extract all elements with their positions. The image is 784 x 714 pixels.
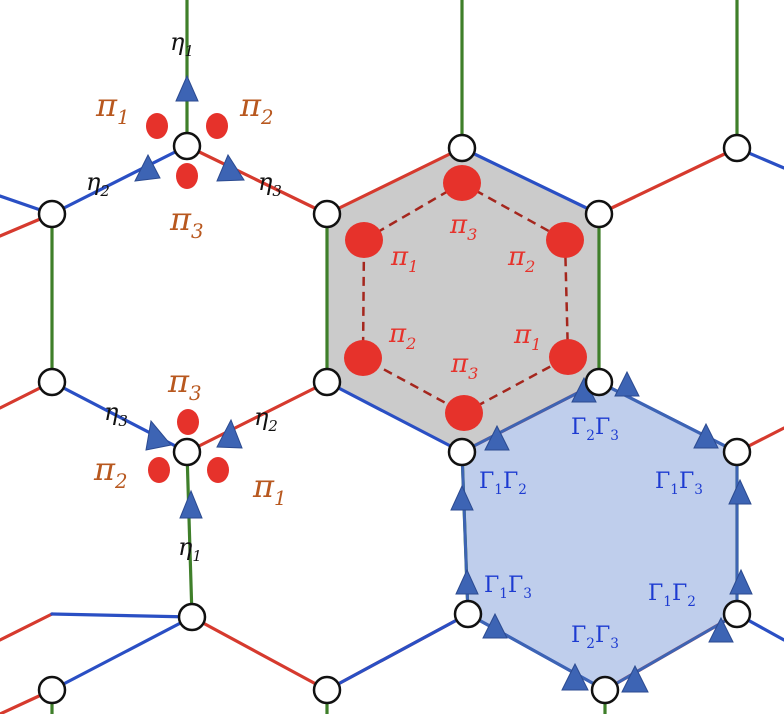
arrow-icon [693, 422, 719, 449]
arrow-up-icon [179, 489, 203, 519]
majorana-dot [443, 165, 481, 201]
lattice-vertex [447, 133, 477, 163]
lattice-vertex [172, 131, 202, 161]
arrow-icon [561, 662, 589, 691]
arrow-icon [729, 568, 753, 595]
pi-label-gray-lower-left: π2 [388, 319, 416, 353]
pi-label-gray-upper-right: π2 [507, 242, 535, 276]
pi-label-gray-bottom: π3 [450, 349, 478, 383]
arrow-up-icon [175, 74, 199, 102]
lattice-vertex [37, 675, 67, 705]
lattice-vertex [37, 199, 67, 229]
pi-label-upper-right: π2 [239, 86, 274, 129]
majorana-dot [344, 340, 382, 376]
majorana-dot [177, 409, 199, 435]
pi-label-lower-left: π2 [93, 450, 128, 493]
majorana-dot [146, 113, 168, 139]
gamma-label-upper-right: Γ1Γ3 [655, 469, 703, 498]
arrow-icon [728, 478, 752, 505]
arrow-icon [482, 612, 508, 639]
gamma-label-lower-right: Γ1Γ2 [648, 581, 696, 610]
eta-label-upper-right: η3 [258, 168, 282, 200]
eta-label-lower-bottom: η1 [178, 533, 202, 565]
majorana-dot [148, 457, 170, 483]
majorana-dot [549, 339, 587, 375]
lattice-vertex [312, 675, 342, 705]
lattice-vertex [453, 599, 483, 629]
lattice-vertex [722, 437, 752, 467]
majorana-dot [445, 395, 483, 431]
pi-label-gray-lower-right: π1 [513, 320, 541, 354]
eta-label-upper-left: η2 [86, 168, 110, 200]
arrow-icon [484, 424, 510, 451]
arrow-icon [455, 568, 479, 595]
pi-label-gray-upper-left: π1 [390, 242, 418, 276]
blue-plaquette [462, 382, 737, 690]
arrow-icon [134, 153, 161, 182]
gamma-label-upper-left: Γ1Γ2 [479, 469, 527, 498]
lattice-vertex [312, 367, 342, 397]
lattice-vertex [177, 602, 207, 632]
eta-label-lower-left: η3 [104, 398, 128, 430]
lattice-vertex [590, 675, 620, 705]
lattice-vertex [447, 437, 477, 467]
lattice-vertex [722, 599, 752, 629]
arrow-markers [134, 74, 753, 693]
arrow-icon [621, 664, 649, 693]
arrow-icon [708, 616, 734, 643]
lattice-vertex [172, 437, 202, 467]
eta-label-upper-top: η1 [170, 28, 194, 60]
pi-label-upper-left: π1 [95, 86, 130, 129]
majorana-dot [176, 163, 198, 189]
gamma-label-bottom: Γ2Γ3 [571, 623, 619, 652]
eta-label-lower-right: η2 [254, 403, 278, 435]
arrow-icon [216, 418, 243, 449]
lattice-vertex [584, 199, 614, 229]
arrow-icon [216, 153, 245, 182]
gamma-label-top: Γ2Γ3 [571, 415, 619, 444]
vertices [37, 131, 752, 705]
majorana-dot [546, 222, 584, 258]
pi-label-upper-bottom: π3 [169, 200, 204, 243]
lower-vertex-majoranas [148, 409, 229, 483]
gray-majoranas [344, 165, 587, 431]
upper-vertex-majoranas [146, 113, 228, 189]
majorana-dot [206, 113, 228, 139]
gamma-label-lower-left: Γ1Γ3 [484, 573, 532, 602]
lattice-vertex [37, 367, 67, 397]
pi-label-lower-top: π3 [167, 362, 202, 405]
arrow-icon [145, 419, 172, 451]
arrow-icon [450, 484, 474, 511]
majorana-dot [345, 222, 383, 258]
lattice-vertex [584, 367, 614, 397]
lattice-vertex [722, 133, 752, 163]
arrow-icon [614, 370, 640, 397]
pi-label-gray-top: π3 [449, 210, 477, 244]
pi-label-lower-right: π1 [252, 467, 287, 510]
lattice-vertex [312, 199, 342, 229]
majorana-dot [207, 457, 229, 483]
